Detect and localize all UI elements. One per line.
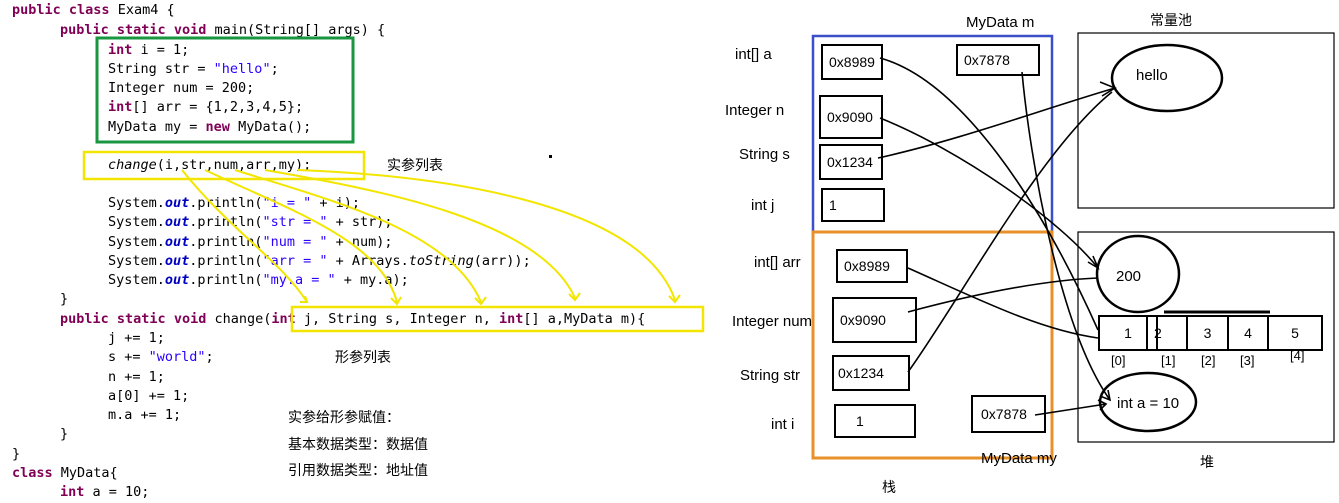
hello-string-object [1110, 43, 1224, 113]
integer-200-text: 200 [1116, 268, 1142, 285]
var-cell-m: 0x7878 [956, 44, 1040, 76]
array-cell-0: 1 [1098, 315, 1158, 351]
hello-text: hello [1136, 67, 1168, 84]
var-label-int-array-arr: int[] arr [754, 254, 801, 271]
var-label-int-j: int j [751, 197, 775, 214]
arrowhead-m [668, 294, 681, 304]
arrow-arr-to-a [264, 169, 576, 299]
array-index-2: [2] [1201, 353, 1216, 368]
ref-num-to-200 [907, 277, 1099, 313]
code-line-print-num: System.out.println("num = " + num); [108, 234, 393, 250]
code-line-string-str: String str = "hello"; [108, 61, 279, 77]
code-line-j-inc: j += 1; [108, 330, 165, 346]
ref-n-to-200 [879, 117, 1099, 269]
arrowhead-s-hello [1099, 81, 1117, 97]
array-cell-2: 3 [1186, 315, 1229, 351]
arrowhead-m-mydata [1099, 389, 1112, 402]
var-label-string-str: String str [740, 367, 801, 384]
main-stack-frame [811, 230, 1054, 460]
param-mapping-arrows [181, 169, 681, 306]
code-line-n-inc: n += 1; [108, 369, 165, 385]
code-line-int-a: int a = 10; [60, 484, 150, 500]
code-line-close-change: } [60, 426, 69, 442]
array-cell-1: 2 [1146, 315, 1188, 351]
code-line-main: public static void main(String[] args) { [60, 22, 386, 38]
stray-dot [549, 155, 552, 158]
array-index-4: [4] [1290, 348, 1305, 363]
heap-label: 堆 [1200, 454, 1214, 470]
actual-params-label: 实参列表 [387, 158, 443, 174]
ref-str-to-hello [907, 91, 1113, 373]
arrow-my-to-m [297, 169, 676, 301]
var-label-integer-num: Integer num [732, 313, 813, 330]
constant-pool-label: 常量池 [1150, 12, 1192, 28]
assign-rule-title: 实参给形参赋值： [288, 410, 400, 426]
code-line-integer-num: Integer num = 200; [108, 80, 255, 96]
mydata-a-text: int a = 10 [1117, 395, 1180, 412]
array-index-1: [1] [1161, 353, 1176, 368]
code-line-close-class: } [12, 446, 21, 462]
ref-arr-to-array [907, 267, 1099, 339]
integer-200-object [1095, 234, 1181, 314]
var-cell-a: 0x8989 [821, 44, 883, 80]
code-line-int-i: int i = 1; [108, 42, 190, 58]
code-line-ma-inc: m.a += 1; [108, 407, 182, 423]
code-line-int-arr: int[] arr = {1,2,3,4,5}; [108, 99, 304, 115]
assign-rule-ref: 引用数据类型：地址值 [288, 463, 428, 479]
reference-lines [877, 57, 1117, 416]
var-cell-i: 1 [834, 404, 916, 438]
assign-rule-basic: 基本数据类型：数据值 [288, 437, 428, 453]
formal-params-box [290, 305, 705, 333]
var-label-integer-n: Integer n [725, 102, 785, 119]
var-cell-str: 0x1234 [832, 355, 910, 391]
formal-params-label: 形参列表 [335, 350, 391, 366]
ref-s-to-hello [877, 87, 1116, 159]
var-label-int-array-a: int[] a [735, 46, 772, 63]
stack-label: 栈 [882, 479, 896, 495]
arrowhead-a [568, 292, 581, 302]
ref-m-to-mydata [1021, 71, 1111, 401]
var-label-int-i: int i [771, 416, 795, 433]
arrowhead-n [474, 296, 487, 306]
var-cell-num: 0x9090 [832, 297, 917, 343]
code-line-print-str: System.out.println("str = " + str); [108, 214, 393, 230]
ref-a-to-array [879, 57, 1099, 331]
var-cell-arr: 0x8989 [836, 249, 908, 283]
mydata-object [1098, 371, 1198, 433]
var-cell-s: 0x1234 [819, 144, 883, 180]
code-line-a0-inc: a[0] += 1; [108, 388, 190, 404]
var-cell-my: 0x7878 [971, 395, 1046, 433]
code-line-change-call: change(i,str,num,arr,my); [108, 157, 312, 173]
code-listing: public class Exam4 { public static void … [12, 0, 645, 500]
arrowhead-j [300, 295, 309, 303]
var-cell-n: 0x9090 [819, 95, 883, 139]
constant-pool-area [1077, 32, 1335, 209]
local-vars-box [95, 36, 355, 144]
code-line-print-i: System.out.println("i = " + i); [108, 195, 361, 211]
arrowhead-n-200 [1087, 255, 1100, 270]
code-line-s-concat: s += "world"; [108, 349, 214, 365]
arrowhead-s [390, 296, 402, 306]
arrow-str-to-s [204, 169, 398, 303]
array-cell-4: 5 [1267, 315, 1323, 351]
ref-my-to-mydata [1034, 403, 1107, 416]
code-line-mydata-my: MyData my = new MyData(); [108, 119, 312, 135]
var-cell-j: 1 [821, 188, 885, 222]
code-line-class-exam4: public class Exam4 { [12, 2, 175, 18]
array-index-3: [3] [1240, 353, 1255, 368]
arrow-num-to-n [234, 169, 482, 303]
code-line-print-arr: System.out.println("arr = " + Arrays.toS… [108, 253, 531, 269]
code-line-close-main: } [60, 291, 69, 307]
arrow-i-to-j [181, 169, 308, 303]
array-index-0: [0] [1111, 353, 1126, 368]
arrowhead-my-mydata [1097, 399, 1108, 411]
var-label-string-s: String s [739, 146, 790, 163]
code-line-change-decl: public static void change(int j, String … [60, 311, 646, 327]
frame-label-mydata-my: MyData my [981, 450, 1057, 467]
code-line-class-mydata: class MyData{ [12, 465, 118, 481]
frame-label-mydata-m: MyData m [966, 14, 1035, 31]
array-cell-3: 4 [1227, 315, 1269, 351]
